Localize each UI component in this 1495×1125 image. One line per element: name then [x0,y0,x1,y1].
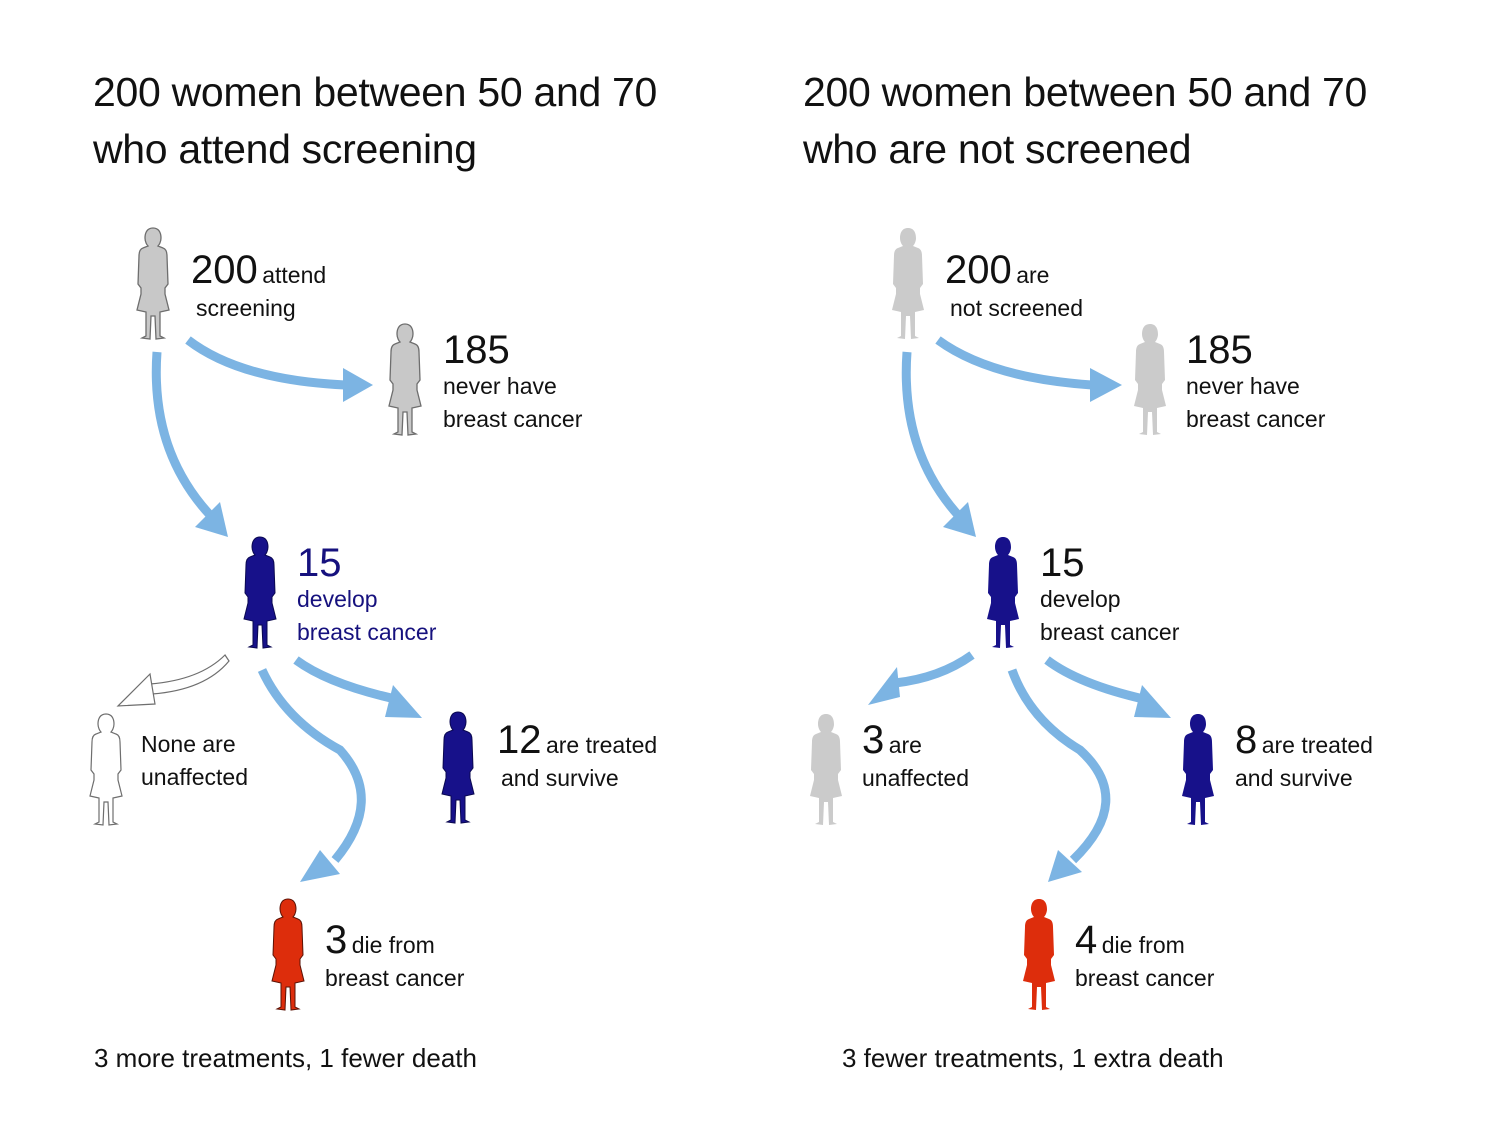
label-inline: die from [1101,932,1185,958]
label-line-1: develop [297,586,378,612]
label-line-2: unaffected [862,765,970,791]
label-line-1: never have [1186,373,1300,399]
node-never: 185 never have breast cancer [1186,330,1325,436]
node-never: 185 never have breast cancer [443,330,582,436]
woman-figure-cancer-icon [441,711,475,824]
title-line-2: who attend screening [93,126,477,172]
count: 200 [945,248,1012,292]
label-inline: are treated [545,732,658,758]
count: 15 [297,541,342,585]
label-line-2: and survive [1235,765,1353,791]
count: 200 [191,248,258,292]
count: 185 [1186,328,1253,372]
arrow-develop-to-survive [293,656,422,718]
arrow-start-to-never [935,336,1122,402]
label-line-2: breast cancer [297,619,437,645]
panel-summary: 3 more treatments, 1 fewer death [94,1043,477,1073]
woman-figure-gray-icon [892,228,924,339]
woman-figure-outline-icon [89,713,123,826]
count: 8 [1235,718,1258,762]
arrow-develop-to-unaffected-outline [116,654,230,707]
label-line-2: breast cancer [325,965,465,991]
label-line-2: breast cancer [1186,406,1326,432]
node-die: 4 die from breast cancer [1075,920,1214,995]
arrow-start-to-develop [151,351,228,537]
panel-title: 200 women between 50 and 70 who attend s… [93,64,657,178]
node-develop: 15 develop breast cancer [1040,543,1179,649]
node-develop: 15 develop breast cancer [297,543,436,649]
label-line-2: and survive [501,765,619,791]
count: 12 [497,718,542,762]
count: 3 [862,718,885,762]
label-inline: are [888,732,922,758]
label-line-2: screening [196,295,296,321]
node-unaffected: None are unaffected [141,728,248,794]
label-inline: die from [351,932,435,958]
woman-figure-death-icon [271,898,305,1011]
woman-figure-cancer-icon [1182,714,1214,825]
label-line-2: breast cancer [443,406,583,432]
label-line-2: breast cancer [1040,619,1180,645]
title-line-1: 200 women between 50 and 70 [93,69,658,115]
arrow-develop-to-unaffected [868,651,975,705]
label-line-1: None are [141,731,236,757]
node-survive: 8 are treated and survive [1235,720,1373,795]
arrow-start-to-develop [901,351,976,537]
woman-figure-gray-icon [136,227,170,340]
panel-title: 200 women between 50 and 70 who are not … [803,64,1367,178]
label-inline: are treated [1261,732,1373,758]
count: 15 [1040,541,1085,585]
node-unaffected: 3 are unaffected [862,720,969,795]
arrow-develop-to-die [1007,668,1111,882]
arrow-start-to-never [185,336,373,402]
label-line-2: not screened [950,295,1083,321]
woman-figure-cancer-icon [243,536,277,649]
panel-summary: 3 fewer treatments, 1 extra death [842,1043,1224,1073]
title-line-2: who are not screened [803,126,1192,172]
label-line-1: develop [1040,586,1121,612]
label-line-1: never have [443,373,557,399]
woman-figure-gray-icon [810,714,842,825]
count: 4 [1075,918,1098,962]
woman-figure-gray-icon [1134,324,1166,435]
woman-figure-gray-icon [388,323,422,436]
count: 185 [443,328,510,372]
arrow-develop-to-survive [1044,656,1171,718]
count: 3 [325,918,348,962]
label-line-2: breast cancer [1075,965,1215,991]
woman-figure-cancer-icon [987,537,1019,648]
woman-figure-death-icon [1023,899,1055,1010]
label-inline: are [1016,262,1050,288]
node-start: 200 attend screening [191,250,326,325]
node-survive: 12 are treated and survive [497,720,657,795]
arrow-develop-to-die [257,668,366,882]
label-line-2: unaffected [141,764,249,790]
node-start: 200 are not screened [945,250,1083,325]
label-inline: attend [262,262,327,288]
node-die: 3 die from breast cancer [325,920,464,995]
title-line-1: 200 women between 50 and 70 [803,69,1368,115]
